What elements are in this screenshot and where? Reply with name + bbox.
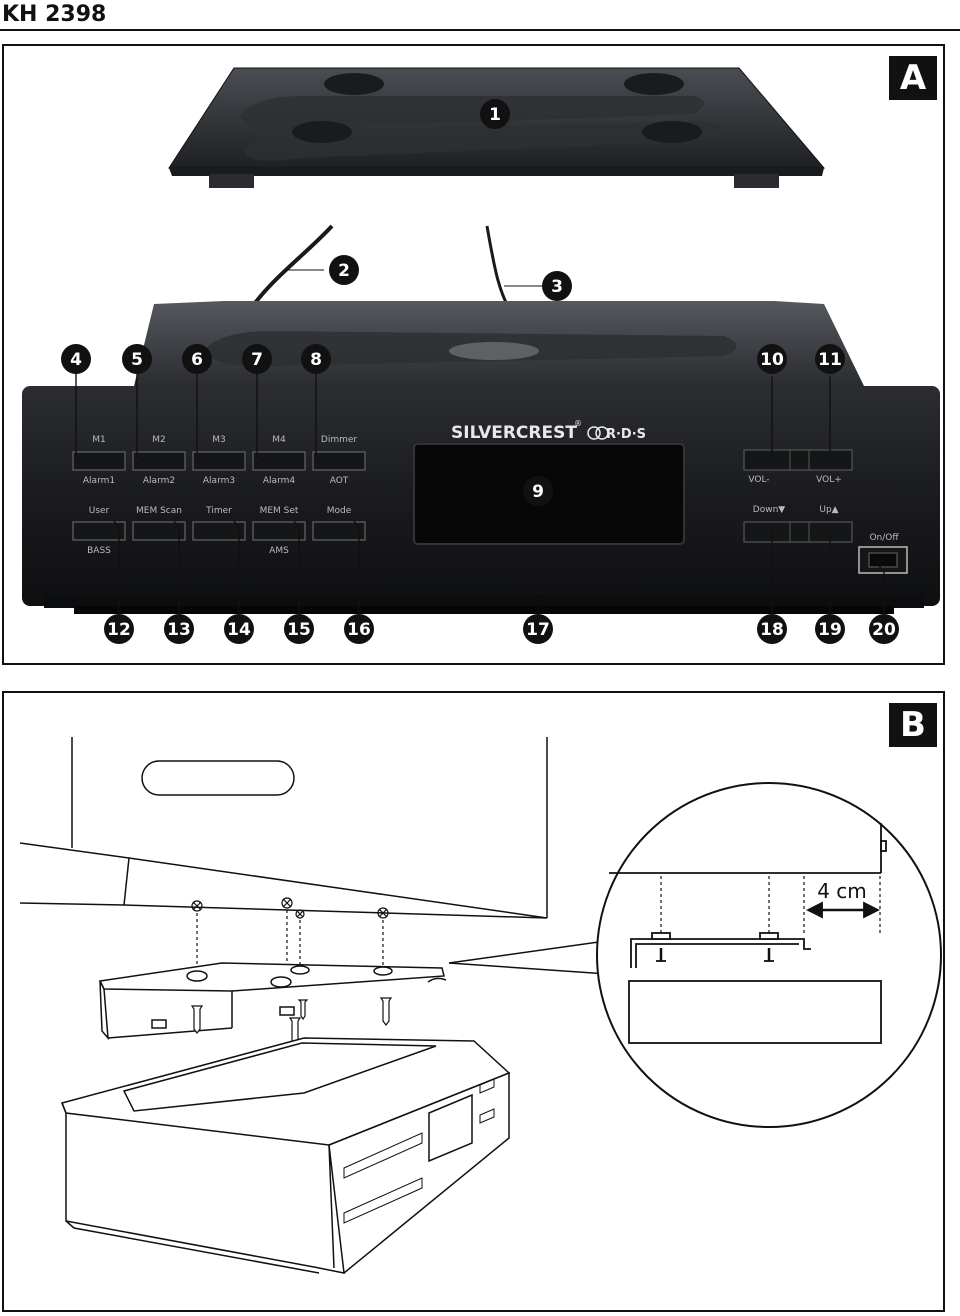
svg-text:2: 2 xyxy=(338,261,350,281)
callout-18: 18 xyxy=(757,614,787,644)
top-button-label: M2 xyxy=(152,435,166,445)
cabinet xyxy=(19,737,548,919)
model-title: KH 2398 xyxy=(2,2,107,27)
svg-text:13: 13 xyxy=(167,620,191,640)
svg-text:5: 5 xyxy=(131,350,143,370)
callout-12: 12 xyxy=(104,614,134,644)
top-button-sublabel: Alarm1 xyxy=(83,476,115,486)
bottom-button-label: Timer xyxy=(205,506,232,516)
svg-text:17: 17 xyxy=(526,620,550,640)
brand-logo: SILVERCREST xyxy=(451,423,577,443)
svg-text:19: 19 xyxy=(818,620,842,640)
svg-text:12: 12 xyxy=(107,620,131,640)
function-button[interactable] xyxy=(192,521,246,541)
svg-text:20: 20 xyxy=(872,620,896,640)
bottom-button-label: Mode xyxy=(327,506,352,516)
callout-6: 6 xyxy=(182,344,212,374)
svg-text:4: 4 xyxy=(70,350,82,370)
svg-text:16: 16 xyxy=(347,620,371,640)
function-button[interactable] xyxy=(312,521,366,541)
callout-11: 11 xyxy=(815,344,845,374)
preset-button[interactable] xyxy=(132,451,186,471)
on-off-label: On/Off xyxy=(869,533,899,543)
mounting-diagram: 4 cm xyxy=(19,737,942,1274)
bottom-button-sublabel: AMS xyxy=(269,546,289,556)
top-button-sublabel: Alarm4 xyxy=(263,476,295,486)
panel-b-letter: B xyxy=(889,703,937,747)
callout-9: 9 xyxy=(523,476,553,506)
function-button[interactable] xyxy=(252,521,306,541)
bracket-plate xyxy=(98,962,447,1041)
bottom-button-label: MEM Scan xyxy=(136,506,182,516)
svg-text:6: 6 xyxy=(191,350,203,370)
callout-8: 8 xyxy=(301,344,331,374)
function-button[interactable] xyxy=(72,521,126,541)
top-button-sublabel: Alarm3 xyxy=(203,476,235,486)
down-label: Down▼ xyxy=(753,505,786,515)
callout-4: 4 xyxy=(61,344,91,374)
rds-logo: R·D·S xyxy=(606,427,646,442)
bottom-button-sublabel: BASS xyxy=(87,546,111,556)
title-rule xyxy=(0,29,960,31)
top-button-sublabel: AOT xyxy=(330,476,349,486)
top-button-label: Dimmer xyxy=(321,435,358,445)
top-button-label: M4 xyxy=(272,435,286,445)
svg-text:18: 18 xyxy=(760,620,784,640)
up-label: Up▲ xyxy=(819,505,838,515)
callout-13: 13 xyxy=(164,614,194,644)
radio-unit xyxy=(60,1037,511,1274)
top-button-sublabel: Alarm2 xyxy=(143,476,175,486)
svg-text:11: 11 xyxy=(818,350,842,370)
callout-3: 3 xyxy=(542,271,572,301)
panel-a-letter: A xyxy=(889,56,937,100)
callout-15: 15 xyxy=(284,614,314,644)
bottom-button-label: MEM Set xyxy=(260,506,299,516)
function-button[interactable] xyxy=(132,521,186,541)
preset-button[interactable] xyxy=(72,451,126,471)
screws xyxy=(190,997,393,1046)
vol-minus-label: VOL- xyxy=(748,475,769,485)
brand-mark: ® xyxy=(574,419,582,428)
callout-5: 5 xyxy=(122,344,152,374)
figure-a: A xyxy=(2,44,945,665)
callout-1: 1 xyxy=(480,99,510,129)
figure-b: B xyxy=(2,691,945,1312)
bottom-button-label: User xyxy=(89,506,110,516)
svg-text:10: 10 xyxy=(760,350,784,370)
preset-button[interactable] xyxy=(192,451,246,471)
svg-text:14: 14 xyxy=(227,620,251,640)
svg-text:15: 15 xyxy=(287,620,311,640)
svg-text:9: 9 xyxy=(532,482,544,502)
svg-text:3: 3 xyxy=(551,277,563,297)
preset-button[interactable] xyxy=(252,451,306,471)
callout-17: 17 xyxy=(523,614,553,644)
callout-14: 14 xyxy=(224,614,254,644)
callout-2: 2 xyxy=(329,255,359,285)
callout-19: 19 xyxy=(815,614,845,644)
callout-7: 7 xyxy=(242,344,272,374)
callout-16: 16 xyxy=(344,614,374,644)
top-button-label: M3 xyxy=(212,435,226,445)
cable-2 xyxy=(247,224,334,313)
detail-view xyxy=(609,823,887,1044)
svg-text:1: 1 xyxy=(489,105,501,125)
callout-10: 10 xyxy=(757,344,787,374)
preset-button[interactable] xyxy=(312,451,366,471)
callout-20: 20 xyxy=(869,614,899,644)
svg-text:8: 8 xyxy=(310,350,322,370)
distance-label: 4 cm xyxy=(817,879,867,903)
top-button-label: M1 xyxy=(92,435,106,445)
svg-text:7: 7 xyxy=(251,350,263,370)
vol-plus-label: VOL+ xyxy=(816,475,842,485)
